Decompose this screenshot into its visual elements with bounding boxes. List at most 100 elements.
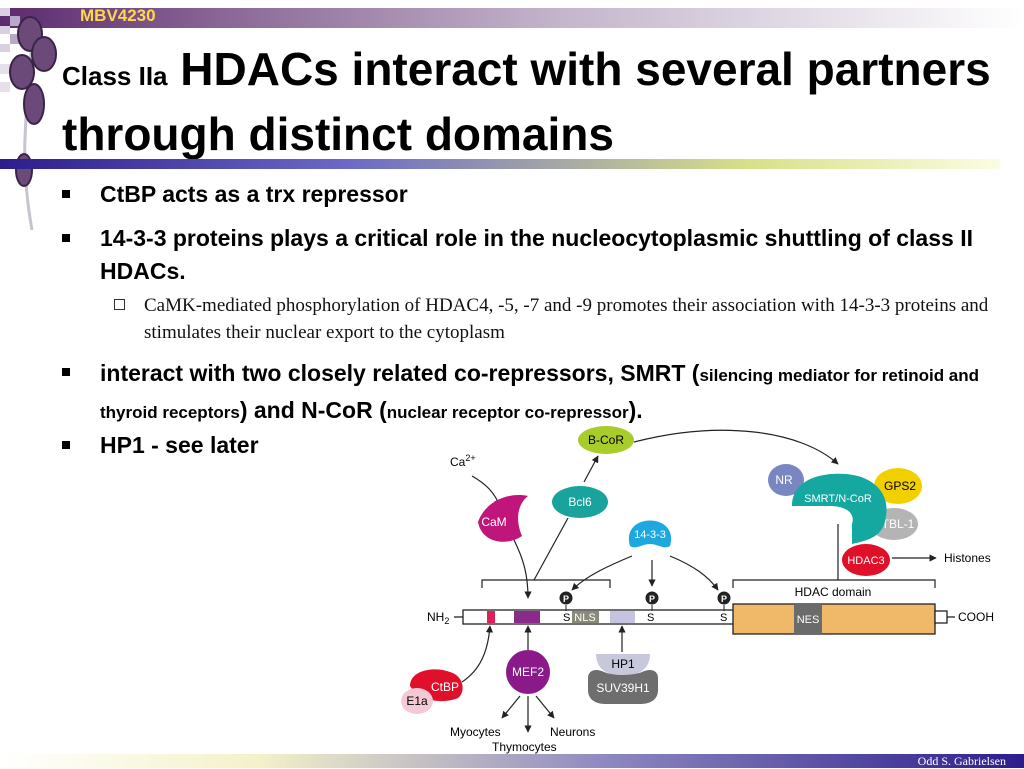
phosphate-marker	[717, 591, 731, 605]
course-code: MBV4230	[80, 6, 156, 25]
bullet-square	[62, 234, 70, 242]
hdac3-shape	[842, 544, 890, 576]
sub-bullet-camk: CaMK-mediated phosphorylation of HDAC4, …	[114, 292, 994, 346]
hp1-shape	[596, 654, 650, 676]
title-underline	[0, 159, 1000, 169]
hp1-label: HP1	[611, 657, 635, 671]
cam-label: CaM	[481, 515, 506, 529]
bullet-square	[62, 368, 70, 376]
protein-14-3-3-shape	[628, 520, 672, 548]
calcium-label: Ca2+	[450, 453, 476, 469]
nes-label: NES	[797, 614, 820, 626]
phosphate-label: P	[649, 594, 655, 604]
bcor-smrt-arrow	[633, 429, 839, 465]
bcor-label: B-CoR	[588, 433, 624, 447]
n-terminal-bracket	[481, 579, 611, 588]
phosphate-label: P	[721, 594, 727, 604]
protein-14-3-3-label: 14-3-3	[634, 529, 666, 541]
hp1-binding-box	[610, 611, 635, 623]
bullet-square	[62, 190, 70, 198]
bullet-text: CtBP acts as a trx repressor	[100, 181, 408, 207]
decor-grape	[9, 54, 35, 90]
footer-bar	[0, 754, 1024, 768]
sub-bullet-text: CaMK-mediated phosphorylation of HDAC4, …	[144, 295, 989, 343]
decor-square	[0, 44, 10, 52]
e1a-label: E1a	[406, 694, 428, 708]
nh2-label: NH2	[427, 610, 449, 626]
header-bar	[0, 8, 1024, 28]
bullet-text-end: ).	[628, 397, 643, 423]
mef2-shape	[506, 650, 550, 694]
phosphate-label: P	[563, 594, 569, 604]
suv39h1-label: SUV39H1	[596, 681, 650, 695]
bcl6-shape	[552, 486, 608, 518]
smrt-ncor-shape	[792, 473, 887, 544]
decor-square	[0, 64, 10, 74]
ctbp-label: CtBP	[431, 680, 459, 694]
nls-label: NLS	[574, 612, 595, 624]
e1a-shape	[401, 688, 433, 714]
mef2-binding-box	[514, 611, 540, 623]
slide-title: Class IIa HDACs interact with several pa…	[62, 40, 1012, 163]
nr-label: NR	[775, 473, 793, 487]
p1433-arrow-right	[669, 555, 719, 591]
myocytes-label: Myocytes	[450, 725, 501, 739]
bullet-14-3-3: 14-3-3 proteins plays a critical role in…	[62, 222, 980, 288]
bcl6-bcor-arrow	[583, 455, 599, 483]
phosphate-marker	[559, 591, 573, 605]
neurons-arrow	[535, 695, 555, 719]
decor-square	[10, 16, 20, 26]
hdac3-label: HDAC3	[847, 555, 884, 567]
bullet-text: interact with two closely related co-rep…	[100, 360, 700, 386]
decor-square	[0, 26, 10, 34]
bcl6-label: Bcl6	[568, 495, 592, 509]
tbl1-label: TBL-1	[882, 517, 915, 531]
c-terminal-box	[934, 610, 948, 624]
serine-label: S	[720, 612, 727, 624]
bullet-text: 14-3-3 proteins plays a critical role in…	[100, 225, 973, 284]
gps2-label: GPS2	[884, 479, 916, 493]
decor-square	[0, 8, 10, 16]
cooh-label: COOH	[958, 610, 994, 624]
bullet-ctbp: CtBP acts as a trx repressor	[62, 181, 980, 208]
neurons-label: Neurons	[550, 725, 595, 739]
bullet-square	[62, 441, 70, 449]
decor-grape	[31, 36, 57, 72]
smrt-full-name: silencing mediator for retinoid and thyr…	[100, 366, 980, 422]
nr-shape	[768, 464, 804, 496]
bullet-corepressors: interact with two closely related co-rep…	[62, 356, 980, 430]
bullet-hp1: HP1 - see later	[62, 432, 400, 459]
myocytes-arrow	[501, 695, 521, 719]
bullet-text: HP1 - see later	[100, 432, 259, 458]
gps2-shape	[874, 468, 922, 504]
decor-square	[10, 34, 20, 44]
hollow-bullet-square	[114, 299, 125, 310]
hdac-domain-label: HDAC domain	[795, 585, 872, 599]
nes-box	[794, 604, 822, 634]
phosphate-marker	[645, 591, 659, 605]
serine-label: S	[563, 612, 570, 624]
serine-label: S	[647, 612, 654, 624]
grape-decoration	[0, 8, 57, 230]
cam-arrow	[513, 539, 532, 599]
histones-label: Histones	[944, 551, 991, 565]
hdac-domain-diagram: NLS NES NH2 COOH S S S P P P HDAC domain…	[401, 426, 994, 754]
decor-square	[0, 82, 10, 92]
bullet-text-mid: ) and N-CoR (	[239, 397, 387, 423]
p1433-arrow-left	[571, 555, 633, 591]
title-prefix: Class IIa	[62, 61, 168, 91]
smrt-ncor-label: SMRT/N-CoR	[804, 493, 872, 505]
author-credit: Odd S. Gabrielsen	[917, 754, 1006, 768]
magenta-domain-box	[487, 611, 495, 623]
title-main: HDACs interact with several partners thr…	[62, 43, 991, 160]
ctbp-arrow	[461, 625, 494, 683]
cam-shape	[478, 495, 528, 542]
bcl6-connector	[533, 517, 569, 581]
hdac-domain-bracket	[732, 579, 936, 588]
hdac-domain-box	[732, 603, 936, 635]
suv39h1-shape	[588, 670, 658, 704]
mef2-label: MEF2	[512, 665, 544, 679]
decor-grape	[23, 83, 45, 125]
bcor-shape	[578, 426, 634, 454]
nls-box	[572, 611, 599, 623]
